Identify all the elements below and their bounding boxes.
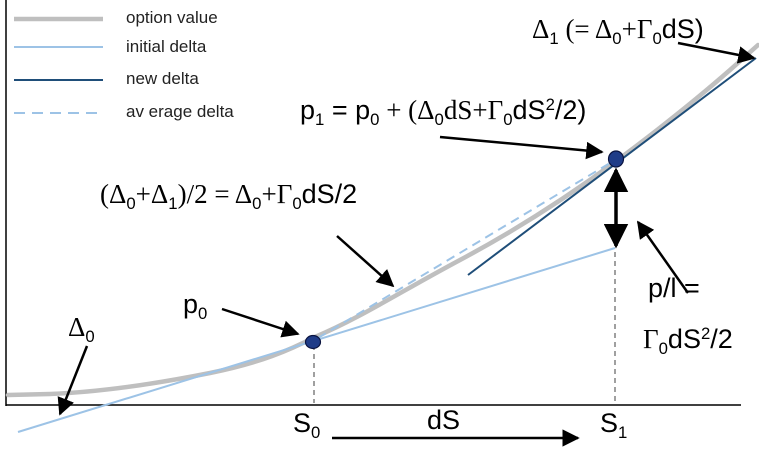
delta1-annotation: Δ1 (= Δ0+Γ0dS): [532, 14, 704, 48]
p1-point: [607, 150, 625, 168]
option-value-curve: [5, 42, 759, 398]
p0-arrow: [221, 307, 300, 338]
legend-label-initial-delta: initial delta: [126, 37, 207, 56]
average-delta-line: [317, 159, 616, 339]
s1-label: S1: [600, 408, 628, 442]
ds-label: dS: [427, 405, 461, 435]
average-delta-annotation: (Δ0+Δ1)/2 = Δ0+Γ0dS/2: [100, 179, 358, 213]
delta1-arrow: [677, 41, 756, 64]
p1-arrow: [439, 135, 604, 160]
pl-label: p/l =: [648, 273, 700, 303]
delta0-label: Δ0: [68, 312, 95, 346]
avg-arrow: [336, 235, 395, 288]
p0-point: [304, 334, 322, 350]
s0-label: S0: [293, 408, 321, 442]
legend-label-average-delta: av erage delta: [126, 102, 234, 121]
pl-arrow: [636, 220, 690, 294]
pl-formula: Γ0dS2/2: [643, 323, 733, 358]
delta0-arrow: [57, 345, 89, 416]
p0-label: p0: [183, 289, 208, 323]
p1-annotation: p1 = p0 + (Δ0dS+Γ0dS2/2): [300, 94, 587, 129]
legend-label-new-delta: new delta: [126, 69, 199, 88]
legend-label-option-value: option value: [126, 8, 218, 27]
